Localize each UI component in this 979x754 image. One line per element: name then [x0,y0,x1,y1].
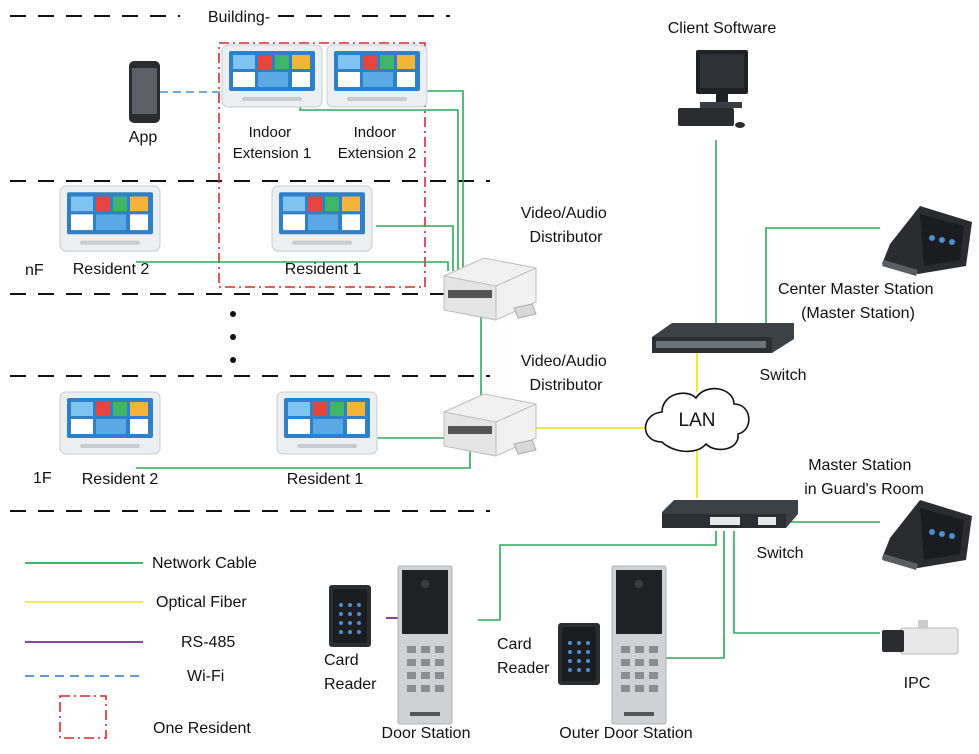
card-reader-icon [329,585,371,647]
indoor-monitor-icon [221,44,323,108]
indoor-extension-2-label: Indoor Extension 2 [338,124,416,162]
computer-icon [678,50,748,128]
indoor-monitor-icon [276,391,378,455]
floor-dividers [10,15,490,512]
one-resident-box [218,42,426,288]
distributor-top-label: Video/Audio Distributor [521,205,611,246]
center-master-station-label: Center Master Station (Master Station) [778,281,938,322]
indoor-monitor-icon [59,185,161,252]
outer-door-station-label: Outer Door Station [559,725,692,742]
network-switch-icon [652,323,794,353]
master-station-icon [882,206,972,276]
resident-2-label: Resident 2 [82,471,159,488]
ip-camera-icon [882,620,959,655]
indoor-monitor-icon [326,44,428,108]
door-station-label: Door Station [382,725,471,742]
ipc-label: IPC [904,675,931,692]
lan-label: LAN [679,410,716,431]
switch-bottom-label: Switch [756,545,803,562]
client-software-label: Client Software [668,20,777,37]
indoor-monitor-icon [271,185,373,252]
distributor-bottom-label: Video/Audio Distributor [521,353,611,394]
legend-label: Optical Fiber [156,594,247,611]
floor-ellipsis [230,311,236,363]
resident-2-label: Resident 2 [73,261,150,278]
legend-label: One Resident [153,720,251,737]
legend-label: Wi-Fi [187,668,224,685]
legend-label: RS-485 [181,634,235,651]
cloud-icon [644,387,750,453]
card-reader-icon [558,623,600,685]
resident-1-label: Resident 1 [287,471,364,488]
floor-label-nf: nF [25,262,44,279]
smartphone-icon [129,61,160,123]
distributor-icon [443,393,537,457]
card-reader-2-label: Card Reader [497,636,550,677]
switch-top-label: Switch [759,367,806,384]
indoor-extension-1-label: Indoor Extension 1 [233,124,311,162]
card-reader-1-label: Card Reader [324,652,377,693]
door-station-icon [611,565,667,725]
legend-swatch-one-resident [59,695,107,739]
building-label: Building- [208,9,270,26]
door-station-icon [397,565,453,725]
guard-master-station-label: Master Station in Guard's Room [804,457,924,498]
app-label: App [129,129,158,146]
floor-label-1f: 1F [33,470,52,487]
resident-1-label: Resident 1 [285,261,362,278]
network-switch-icon [662,500,798,528]
legend-label: Network Cable [152,555,257,572]
indoor-monitor-icon [59,391,161,455]
master-station-icon [882,500,972,570]
